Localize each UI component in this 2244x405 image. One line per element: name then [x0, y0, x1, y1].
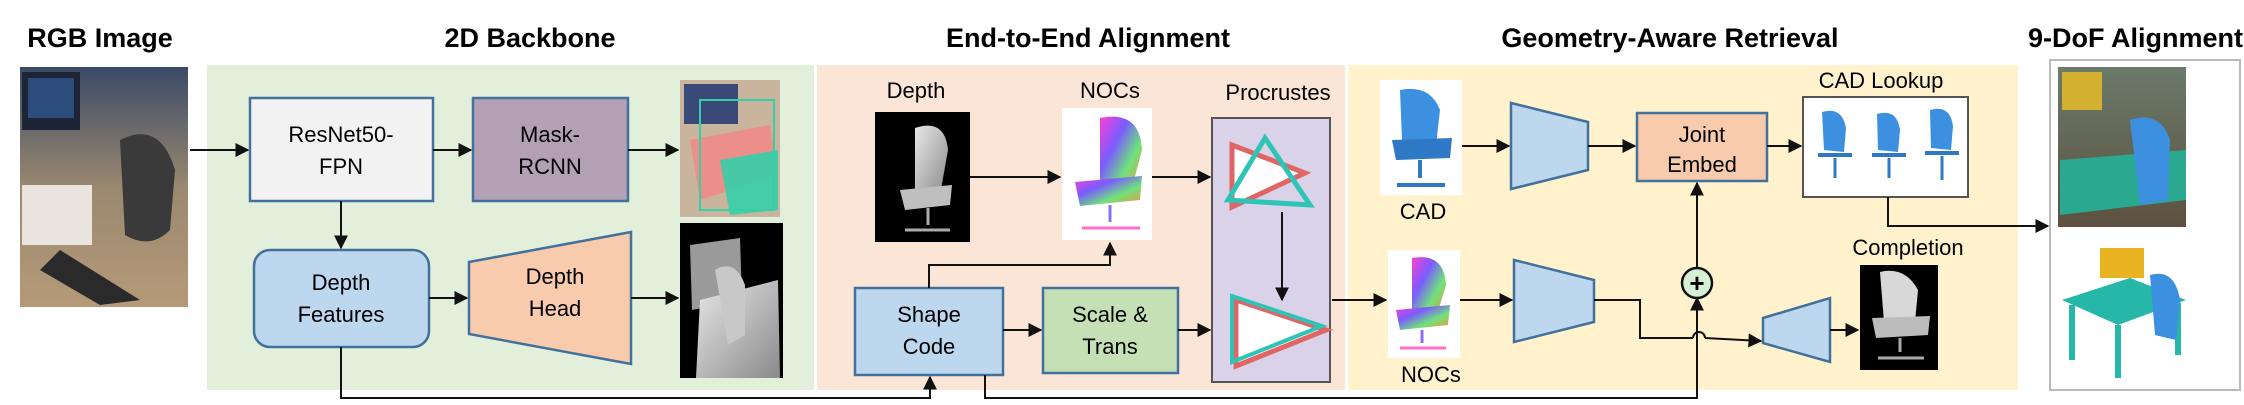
section-title-retrieval: Geometry-Aware Retrieval: [1501, 23, 1838, 53]
svg-text:Scale &: Scale &: [1072, 302, 1148, 327]
alignment-depth-image: [875, 112, 970, 242]
section-title-backbone: 2D Backbone: [444, 23, 615, 53]
output-cad-render: [2058, 245, 2186, 380]
procrustes-label: Procrustes: [1225, 80, 1330, 105]
nocs-encoder-trapezoid: [1512, 258, 1596, 344]
svg-text:Joint: Joint: [1679, 122, 1725, 147]
cad-lookup-label: CAD Lookup: [1819, 68, 1944, 93]
svg-text:RCNN: RCNN: [518, 154, 582, 179]
connectors: [190, 139, 2050, 399]
cad-model-image: [1380, 80, 1462, 195]
joint-embed-box: Joint Embed: [1635, 111, 1769, 183]
concat-plus-node: +: [1680, 266, 1714, 300]
completion-encoder-trapezoid: [1761, 296, 1832, 364]
alignment-nocs-label: NOCs: [1080, 78, 1140, 103]
completion-label: Completion: [1852, 235, 1963, 260]
svg-text:Depth: Depth: [526, 264, 585, 289]
alignment-nocs-image: [1062, 108, 1152, 240]
cad-lookup-box: [1802, 96, 1969, 198]
svg-text:ResNet50-: ResNet50-: [288, 122, 393, 147]
svg-text:Depth: Depth: [312, 270, 371, 295]
retrieval-nocs-label: NOCs: [1401, 362, 1461, 387]
svg-text:Shape: Shape: [897, 302, 961, 327]
cad-encoder-trapezoid: [1509, 101, 1590, 191]
rgb-input-image: [20, 67, 188, 307]
svg-text:FPN: FPN: [319, 154, 363, 179]
svg-text:Mask-: Mask-: [520, 122, 580, 147]
svg-text:Trans: Trans: [1082, 334, 1137, 359]
resnet-fpn-box: ResNet50- FPN: [248, 96, 435, 203]
alignment-depth-label: Depth: [887, 78, 946, 103]
depth-head-trapezoid: Depth Head: [467, 230, 633, 366]
depth-features-box: Depth Features: [252, 248, 431, 349]
section-title-output: 9-DoF Alignments: [2028, 23, 2244, 53]
cad-label: CAD: [1400, 199, 1446, 224]
svg-text:+: +: [1689, 268, 1704, 298]
mask-rcnn-box: Mask- RCNN: [471, 96, 630, 203]
completion-image: [1860, 265, 1938, 370]
svg-text:Code: Code: [903, 334, 956, 359]
shape-code-box: Shape Code: [853, 286, 1005, 377]
section-title-alignment: End-to-End Alignment: [946, 23, 1230, 53]
retrieval-nocs-image: [1388, 250, 1460, 358]
svg-text:Embed: Embed: [1667, 152, 1737, 177]
procrustes-box: [1211, 117, 1334, 383]
output-scene-image: [2058, 67, 2186, 227]
scale-trans-box: Scale & Trans: [1041, 286, 1180, 375]
section-title-rgb: RGB Image: [27, 23, 173, 53]
depth-output-image: [680, 223, 783, 378]
svg-text:Features: Features: [298, 302, 385, 327]
mask-output-image: [680, 80, 780, 217]
svg-text:Head: Head: [529, 296, 582, 321]
